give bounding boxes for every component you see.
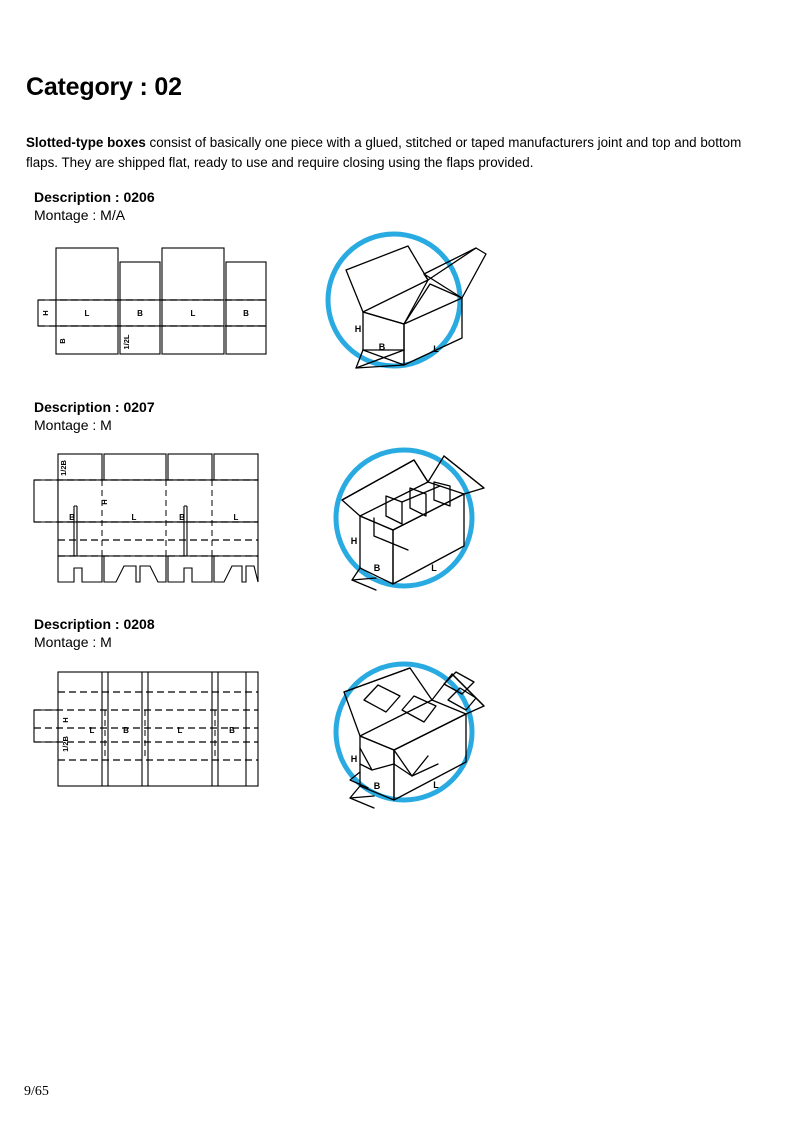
iso-label-b-0207: B bbox=[374, 563, 381, 573]
body-panel-l2-0206 bbox=[161, 299, 225, 327]
top-flap-b1-0207 bbox=[57, 453, 103, 481]
montage-label-0208: Montage : M bbox=[34, 634, 112, 650]
intro-paragraph: Slotted-type boxes consist of basically … bbox=[26, 133, 774, 173]
glue-tab-0207 bbox=[33, 479, 59, 523]
partition-slot-1-0207 bbox=[73, 505, 78, 556]
flat-label-b1-0206: B bbox=[137, 309, 143, 318]
intro-body-text: consist of basically one piece with a gl… bbox=[26, 135, 742, 171]
box-drawing-0207 bbox=[341, 455, 485, 591]
glue-tab-0208 bbox=[33, 709, 59, 743]
bottom-flap-b1-0207 bbox=[57, 555, 103, 583]
iso-label-h-0207: H bbox=[351, 536, 358, 546]
bottom-flap-b2-0207 bbox=[167, 555, 213, 583]
flat-label-b2-0206: B bbox=[243, 309, 249, 318]
page-number: 9/65 bbox=[24, 1084, 49, 1099]
body-panel-b2-0206 bbox=[225, 299, 267, 327]
flat-label-b1-0207: B bbox=[69, 513, 75, 522]
bottom-flap-l1-0207 bbox=[103, 555, 167, 583]
iso-diagram-0207: H B L bbox=[316, 438, 498, 600]
top-flap-b2-0206 bbox=[225, 261, 267, 301]
top-flap-l1-0207 bbox=[103, 453, 167, 481]
iso-label-l-0208: L bbox=[433, 780, 439, 790]
flat-label-h-0206: H bbox=[41, 310, 50, 315]
body-band-0207 bbox=[57, 479, 259, 523]
top-flap-l2-0207 bbox=[213, 453, 259, 481]
flat-label-b-vert-0206: B bbox=[58, 338, 67, 344]
highlight-ring-0208 bbox=[333, 661, 475, 803]
top-flap-l2-0206 bbox=[161, 247, 225, 301]
partition-slot-2-0207 bbox=[183, 505, 188, 556]
iso-diagram-0206: H B L bbox=[316, 228, 496, 380]
description-label-0206: Description : 0206 bbox=[34, 189, 155, 205]
intro-bold-term: Slotted-type boxes bbox=[26, 135, 146, 151]
page-title: Category : 02 bbox=[26, 73, 182, 101]
iso-label-b-0208: B bbox=[374, 781, 381, 791]
bottom-flap-l2-0207 bbox=[213, 555, 259, 583]
flat-label-halfb-0207: 1/2B bbox=[59, 459, 68, 475]
flat-label-l1-0208: L bbox=[90, 726, 95, 735]
iso-label-h-0206: H bbox=[355, 324, 362, 334]
flat-label-h-0207: H bbox=[100, 499, 109, 504]
flat-diagram-0207: 1/2B H B L B L bbox=[30, 450, 262, 587]
flat-label-halfb-0208: 1/2B bbox=[61, 735, 70, 751]
montage-label-0207: Montage : M bbox=[34, 417, 112, 433]
highlight-ring-0207 bbox=[333, 447, 475, 589]
flat-label-b2-0207: B bbox=[179, 513, 185, 522]
iso-label-l-0206: L bbox=[433, 344, 439, 354]
box-drawing-0206 bbox=[345, 245, 487, 369]
flat-label-halfl-0206: 1/2L bbox=[122, 334, 131, 349]
iso-label-h-0208: H bbox=[351, 754, 358, 764]
description-label-0208: Description : 0208 bbox=[34, 616, 155, 632]
top-flap-b2-0207 bbox=[167, 453, 213, 481]
flat-label-l2-0207: L bbox=[234, 513, 239, 522]
highlight-ring-0206 bbox=[325, 231, 463, 369]
top-flap-b1-0206 bbox=[119, 261, 161, 301]
flat-label-h-0208: H bbox=[61, 717, 70, 722]
flat-diagram-0206: H L B L B B 1/2L bbox=[32, 240, 267, 360]
box-drawing-0208 bbox=[343, 667, 485, 809]
flat-diagram-0208: H 1/2B L B L B bbox=[30, 668, 262, 792]
flat-label-l2-0208: L bbox=[178, 726, 183, 735]
iso-label-l-0207: L bbox=[431, 563, 437, 573]
iso-diagram-0208: H B L bbox=[316, 652, 498, 814]
flat-label-l1-0207: L bbox=[132, 513, 137, 522]
description-label-0207: Description : 0207 bbox=[34, 399, 155, 415]
bottom-flap-b2-0206 bbox=[225, 325, 267, 355]
flat-label-b1-0208: B bbox=[123, 726, 129, 735]
blank-body-0208 bbox=[57, 671, 259, 787]
iso-label-b-0206: B bbox=[379, 342, 386, 352]
top-flap-l1-0206 bbox=[55, 247, 119, 301]
bottom-flap-l2-0206 bbox=[161, 325, 225, 355]
flat-label-l2-0206: L bbox=[191, 309, 196, 318]
lower-band-0207 bbox=[57, 521, 259, 557]
montage-label-0206: Montage : M/A bbox=[34, 207, 126, 223]
flat-label-b2-0208: B bbox=[229, 726, 235, 735]
flat-label-l1-0206: L bbox=[85, 309, 90, 318]
